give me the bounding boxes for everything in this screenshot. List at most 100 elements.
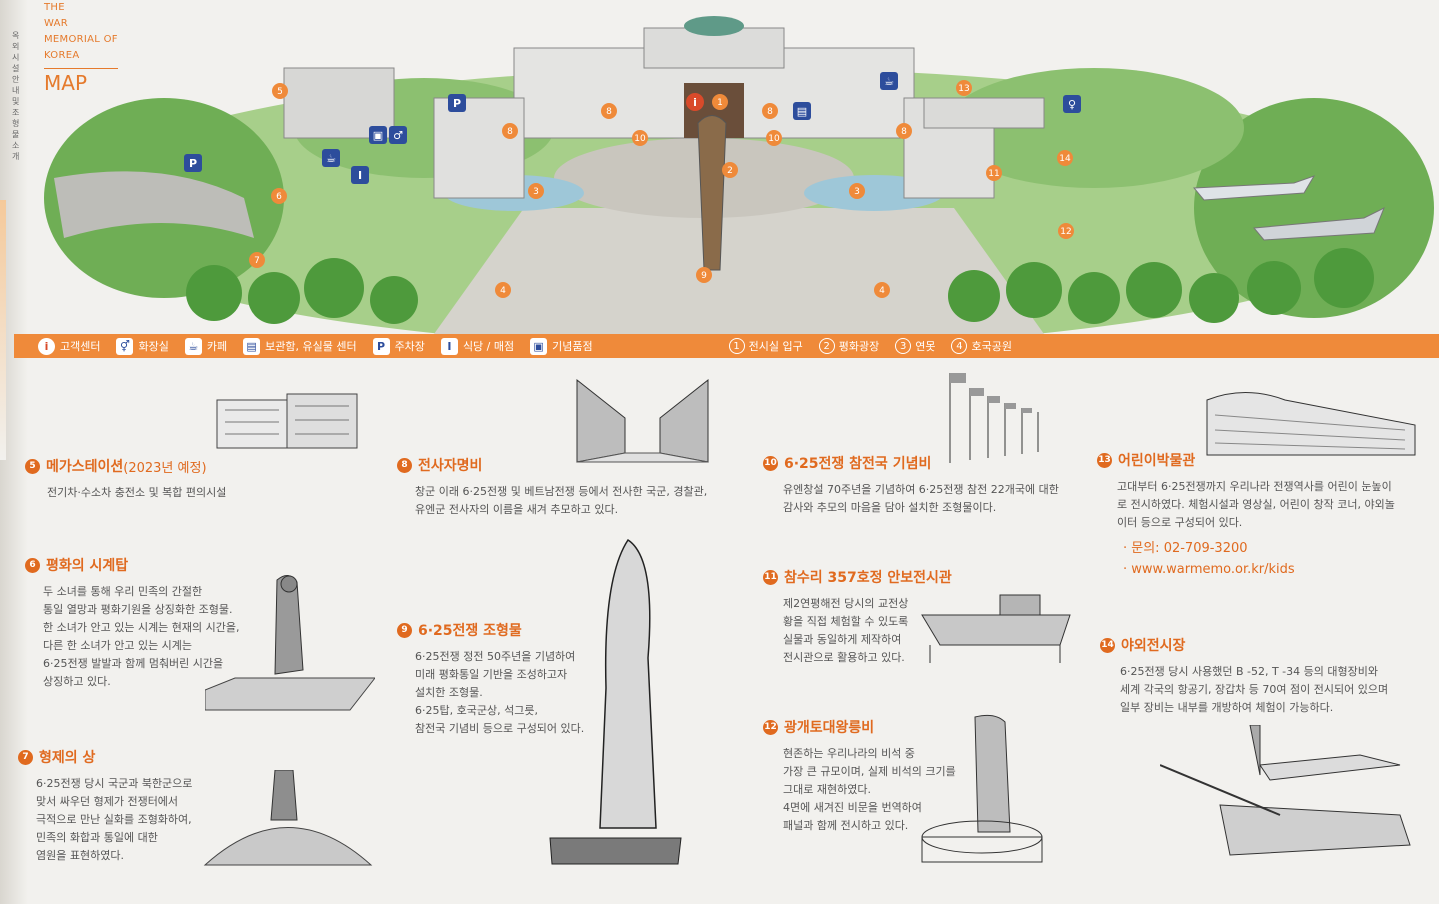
marker-4a: 4	[495, 282, 511, 298]
restroom-icon-1: ♀	[1063, 95, 1081, 113]
storage-icon: ▤	[793, 102, 811, 120]
marker-2: 2	[722, 162, 738, 178]
section-13-contact: · 문의: 02-709-3200 · www.warmemo.or.kr/ki…	[1097, 538, 1427, 580]
section-9-body: 6·25전쟁 정전 50주년을 기념하여 미래 평화통일 기반을 조성하고자 설…	[415, 650, 585, 735]
section-7-title: 7 형제의 상	[18, 747, 238, 767]
legend-cafe: ☕ 카페	[184, 337, 227, 355]
section-13: 13 어린이박물관 고대부터 6·25전쟁까지 우리나라 전쟁역사를 어린이 눈…	[1097, 450, 1427, 580]
marker-8d: 8	[896, 123, 912, 139]
svg-text:5: 5	[277, 87, 283, 97]
marker-3a: 3	[528, 183, 544, 199]
facility-icons: P P ♀ ♂ ☕ ☕ ⵏ ▣ ▤ i	[184, 72, 1081, 184]
svg-text:1: 1	[717, 98, 723, 108]
section-8-title: 8 전사자명비	[397, 455, 737, 475]
war-sculpture-illustration	[548, 538, 683, 866]
section-9: 9 6·25전쟁 조형물 6·25전쟁 정전 50주년을 기념하여 미래 평화통…	[397, 620, 597, 738]
legend-gift: ▣ 기념품점	[530, 337, 593, 355]
flag-monument-illustration	[930, 368, 1050, 468]
outdoor-exhibition-illustration	[1160, 725, 1415, 875]
section-10-title: 10 6·25전쟁 참전국 기념비	[763, 455, 932, 472]
legend-parking: P 주차장	[372, 337, 425, 355]
marker-8a: 8	[502, 123, 518, 139]
section-12: 12 광개토대왕릉비 현존하는 우리나라의 비석 중 가장 큰 규모이며, 실제…	[763, 717, 983, 835]
legend-bar: i 고객센터 ⚥ 화장실 ☕ 카페 ▤ 보관함, 유실물 센터 P 주차장 ⵏ …	[14, 334, 1439, 358]
marker-8b: 8	[601, 103, 617, 119]
memorial-wall-illustration	[575, 378, 710, 463]
svg-text:8: 8	[901, 127, 907, 137]
marker-5: 5	[272, 83, 288, 99]
statue-of-brothers-illustration	[203, 770, 373, 870]
marker-4b: 4	[874, 282, 890, 298]
svg-text:8: 8	[767, 107, 773, 117]
gwanggaeto-stele-illustration	[920, 712, 1045, 867]
marker-7: 7	[249, 252, 265, 268]
svg-text:▣: ▣	[373, 129, 383, 142]
patrol-boat-illustration	[920, 585, 1080, 665]
svg-text:13: 13	[958, 84, 969, 94]
legend-num-3: 3 연못	[895, 338, 935, 354]
parking-icon: P	[372, 337, 390, 355]
left-gallery	[433, 97, 525, 199]
section-10: 10 6·25전쟁 참전국 기념비 유엔창설 70주년을 기념하여 6·25전쟁…	[763, 453, 1083, 517]
section-13-title: 13 어린이박물관	[1097, 452, 1196, 469]
gift-icon: ▣	[369, 126, 387, 144]
svg-text:♂: ♂	[393, 129, 403, 142]
svg-text:ⵏ: ⵏ	[358, 169, 362, 182]
section-7: 7 형제의 상 6·25전쟁 당시 국군과 북한군으로 맞서 싸우던 형제가 전…	[18, 747, 238, 865]
svg-text:4: 4	[500, 286, 506, 296]
legend-num-1: 1 전시실 입구	[728, 338, 803, 354]
brand-line-3: MEMORIAL OF	[44, 34, 118, 45]
map-markers: 1 2 3 3 4 4 5 6 7 8 8 8 8 9 10 10 11 12 …	[249, 80, 1074, 298]
svg-text:9: 9	[701, 271, 707, 281]
svg-text:10: 10	[768, 134, 780, 144]
section-6-title: 6 평화의 시계탑	[25, 555, 285, 575]
svg-text:2: 2	[727, 166, 733, 176]
section-10-body: 유엔창설 70주년을 기념하여 6·25전쟁 참전 22개국에 대한 감사와 추…	[783, 483, 1059, 514]
legend-num-4: 4 호국공원	[951, 338, 1012, 354]
section-5-body: 전기차·수소차 충전소 및 복합 편의시설	[47, 486, 227, 499]
svg-text:▤: ▤	[797, 105, 807, 118]
marker-9: 9	[696, 267, 712, 283]
svg-text:♀: ♀	[1068, 98, 1076, 111]
svg-text:P: P	[189, 157, 197, 170]
section-5-title: 5 메가스테이션 (2023년 예정)	[25, 456, 325, 476]
section-7-body: 6·25전쟁 당시 국군과 북한군으로 맞서 싸우던 형제가 전쟁터에서 극적으…	[36, 777, 193, 862]
war-sculpture-tower	[697, 115, 727, 271]
info-icon: i	[38, 337, 55, 355]
svg-text:3: 3	[533, 187, 539, 197]
section-5: 5 메가스테이션 (2023년 예정) 전기차·수소차 충전소 및 복합 편의시…	[25, 456, 325, 502]
plaza	[434, 208, 1044, 334]
svg-text:i: i	[693, 96, 697, 109]
svg-text:8: 8	[507, 127, 513, 137]
phone-contact: · 문의: 02-709-3200	[1123, 541, 1248, 556]
marker-14: 14	[1057, 150, 1073, 166]
section-14: 14 야외전시장 6·25전쟁 당시 사용했던 B -52, T -34 등의 …	[1100, 635, 1430, 717]
section-14-body: 6·25전쟁 당시 사용했던 B -52, T -34 등의 대형장비와 세계 …	[1120, 665, 1389, 714]
svg-text:☕: ☕	[326, 152, 336, 165]
section-6: 6 평화의 시계탑 두 소녀를 통해 우리 민족의 간절한 통일 열망과 평화기…	[25, 555, 285, 691]
restroom-icon-2: ♂	[389, 126, 407, 144]
section-6-body: 두 소녀를 통해 우리 민족의 간절한 통일 열망과 평화기원을 상징화한 조형…	[43, 585, 240, 688]
map-title: MAP	[44, 68, 118, 95]
cafe-icon-2: ☕	[322, 149, 340, 167]
parking-icon-2: P	[184, 154, 202, 172]
marker-13: 13	[956, 80, 972, 96]
svg-text:6: 6	[276, 192, 282, 202]
website-link[interactable]: · www.warmemo.or.kr/kids	[1123, 562, 1295, 577]
legend-num-2: 2 평화광장	[818, 338, 879, 354]
legend-restroom: ⚥ 화장실	[116, 337, 169, 355]
svg-text:12: 12	[1060, 227, 1071, 237]
svg-text:11: 11	[988, 169, 999, 179]
svg-text:P: P	[453, 97, 461, 110]
childrens-museum	[923, 97, 1045, 129]
section-12-body: 현존하는 우리나라의 비석 중 가장 큰 규모이며, 실제 비석의 크기를 그대…	[783, 747, 956, 832]
section-8: 8 전사자명비 창군 이래 6·25전쟁 및 베트남전쟁 등에서 전사한 국군,…	[397, 455, 737, 519]
svg-text:14: 14	[1059, 154, 1071, 164]
info-icon: i	[686, 93, 704, 111]
section-11: 11 참수리 357호정 안보전시관 제2연평해전 당시의 교전상 황을 직접 …	[763, 567, 952, 667]
brand-line-4: KOREA	[44, 50, 80, 61]
marker-10b: 10	[766, 130, 782, 146]
section-12-title: 12 광개토대왕릉비	[763, 719, 875, 736]
parking-icon-1: P	[448, 94, 466, 112]
